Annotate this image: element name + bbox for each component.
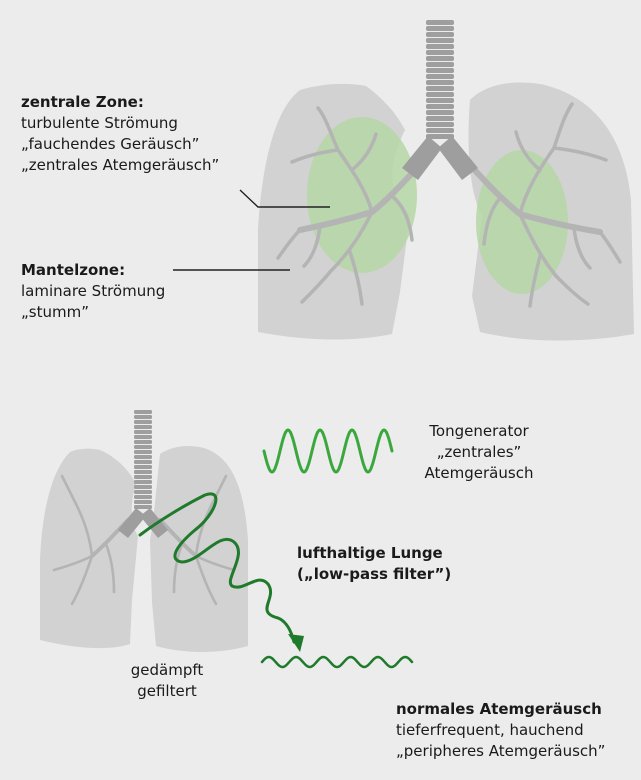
small-trachea-ring [134, 500, 152, 504]
large-lung-illustration [258, 20, 634, 341]
trachea-ring [426, 56, 454, 61]
mantle-zone-label: Mantelzone: laminare Strömung „stumm” [21, 260, 165, 323]
central-zone-title: zentrale Zone: [21, 92, 219, 113]
small-trachea-ring [134, 460, 152, 464]
trachea-ring [426, 62, 454, 67]
trachea-ring [426, 38, 454, 43]
tone-generator-label: Tongenerator „zentrales” Atemgeräusch [404, 421, 554, 484]
central-zone-label: zentrale Zone: turbulente Strömung „fauc… [21, 92, 219, 176]
trachea-ring [426, 26, 454, 31]
mantle-zone-title: Mantelzone: [21, 260, 165, 281]
small-trachea-ring [134, 505, 152, 509]
small-trachea-ring [134, 420, 152, 424]
normal-breath-peripheral: „peripheres Atemgeräusch” [396, 741, 605, 762]
normal-breath-title: normales Atemgeräusch [396, 699, 605, 720]
damped-output-wave [262, 657, 412, 667]
arrowhead-icon [288, 634, 304, 652]
filter-title: lufthaltige Lunge [297, 543, 451, 564]
small-trachea-ring [134, 415, 152, 419]
low-pass-filter-label: lufthaltige Lunge („low-pass filter”) [297, 543, 451, 585]
central-zone-breath: „zentrales Atemgeräusch” [21, 155, 219, 176]
trachea-ring [426, 32, 454, 37]
small-trachea-ring [134, 430, 152, 434]
tone-generator-central: „zentrales” [404, 442, 554, 463]
small-trachea-ring [134, 465, 152, 469]
central-zone-sound: „fauchendes Geräusch” [21, 134, 219, 155]
normal-breath-sound-label: normales Atemgeräusch tieferfrequent, ha… [396, 699, 605, 762]
small-trachea-ring [134, 470, 152, 474]
trachea-ring [426, 128, 454, 133]
damped-line1: gedämpft [92, 660, 242, 681]
small-trachea-ring [134, 475, 152, 479]
trachea-ring [426, 110, 454, 115]
trachea-ring [426, 20, 454, 25]
trachea-ring [426, 104, 454, 109]
damped-label: gedämpft gefiltert [92, 660, 242, 702]
small-trachea-ring [134, 480, 152, 484]
normal-breath-quality: tieferfrequent, hauchend [396, 720, 605, 741]
small-left-lung-lobe [40, 449, 138, 648]
small-trachea-ring [134, 485, 152, 489]
tone-generator-wave [264, 430, 392, 472]
trachea-ring [426, 50, 454, 55]
central-zone-left [307, 117, 417, 273]
trachea-ring [426, 74, 454, 79]
small-trachea-ring [134, 440, 152, 444]
small-right-lung-lobe [150, 446, 248, 652]
filter-subtitle: („low-pass filter”) [297, 564, 451, 585]
mantle-zone-sound: „stumm” [21, 302, 165, 323]
trachea-ring [426, 44, 454, 49]
small-trachea-ring [134, 450, 152, 454]
small-trachea-ring [134, 490, 152, 494]
small-trachea-ring [134, 425, 152, 429]
damped-line2: gefiltert [92, 681, 242, 702]
tone-generator-breath: Atemgeräusch [404, 463, 554, 484]
trachea-ring [426, 116, 454, 121]
trachea-ring [426, 92, 454, 97]
central-zone-flow: turbulente Strömung [21, 113, 219, 134]
trachea-ring [426, 98, 454, 103]
small-trachea-ring [134, 445, 152, 449]
small-trachea-ring [134, 455, 152, 459]
trachea-ring [426, 80, 454, 85]
trachea-ring [426, 68, 454, 73]
mantle-zone-flow: laminare Strömung [21, 281, 165, 302]
small-trachea-ring [134, 495, 152, 499]
trachea-ring [426, 122, 454, 127]
small-trachea-ring [134, 410, 152, 414]
trachea-ring [426, 86, 454, 91]
small-trachea-ring [134, 435, 152, 439]
tone-generator-title: Tongenerator [404, 421, 554, 442]
